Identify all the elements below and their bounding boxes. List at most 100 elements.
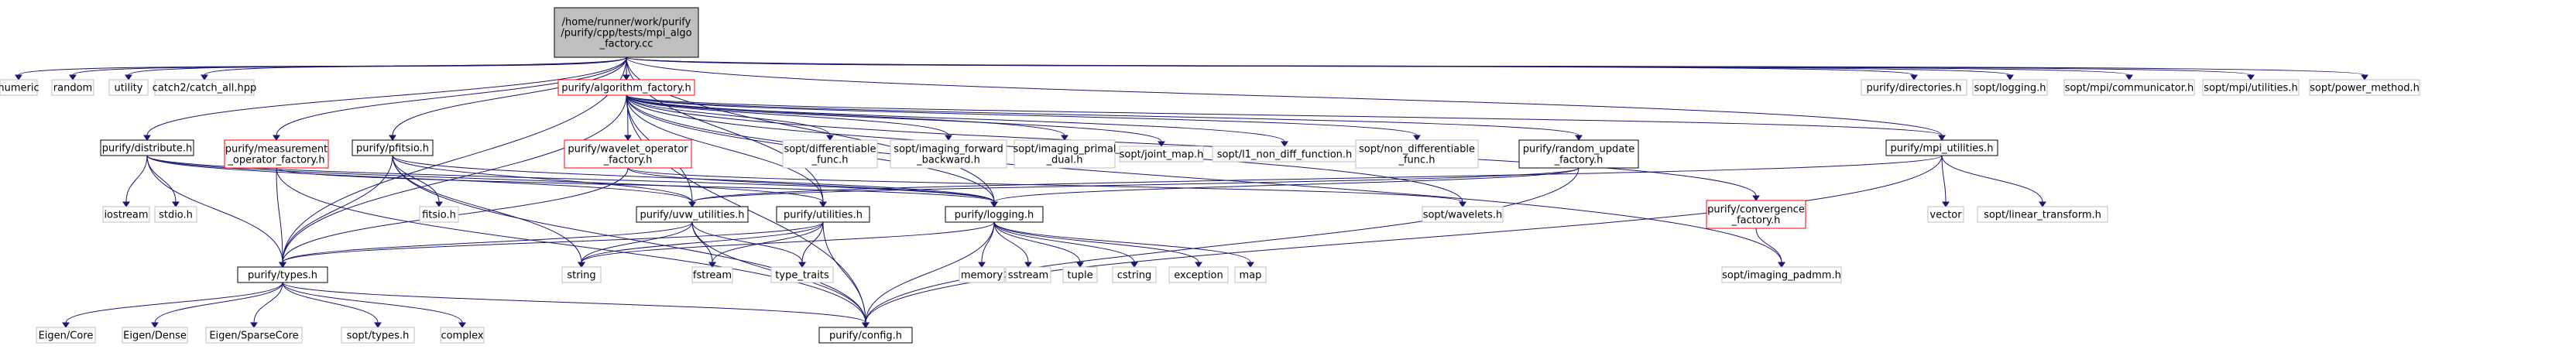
node-label: stdio.h	[159, 210, 193, 221]
edge-arrowhead	[826, 135, 834, 141]
node-box	[561, 266, 602, 283]
node-convergence-factory[interactable]: purify/convergence_factory.h	[1706, 200, 1806, 229]
node-label: sopt/wavelets.h	[1423, 210, 1503, 221]
edge-logging-to-exception	[993, 221, 1199, 263]
node-label: purify/config.h	[829, 330, 902, 342]
node-mpi-utilities[interactable]: purify/mpi_utilities.h	[1885, 139, 1998, 156]
edge-arrowhead	[1938, 135, 1946, 141]
edge-uvw-utilities-to-types	[282, 221, 693, 263]
node-label: vector	[1929, 210, 1962, 221]
node-box	[959, 266, 1005, 283]
node-box	[818, 327, 913, 344]
edge-logging-to-sstream	[993, 221, 1029, 263]
node-uvw-utilities[interactable]: purify/uvw_utilities.h	[636, 206, 749, 223]
node-algorithm-factory[interactable]: purify/algorithm_factory.h	[557, 79, 695, 96]
node-type-traits: type_traits	[770, 266, 834, 283]
edge-utilities-to-types	[282, 221, 824, 263]
node-box	[108, 79, 149, 96]
node-sopt-mpi-utilities: sopt/mpi/utilities.h	[2202, 79, 2300, 96]
node-directories: purify/directories.h	[1861, 79, 1967, 96]
node-fstream: fstream	[691, 266, 733, 283]
node-pfitsio[interactable]: purify/pfitsio.h	[352, 139, 434, 156]
node-iostream: iostream	[102, 206, 150, 223]
edge-algorithm-factory-to-sopt-non-differentiable-func	[626, 94, 1418, 136]
node-string: string	[561, 266, 602, 283]
edge-arrowhead	[374, 322, 382, 328]
node-label: purify/convergence	[1707, 204, 1805, 216]
edge-arrowhead	[2039, 201, 2046, 207]
edge-root-to-measurement-operator-factory	[276, 57, 627, 136]
node-label: type_traits	[775, 270, 829, 282]
edge-arrowhead	[990, 201, 998, 207]
node-label: fstream	[693, 270, 732, 282]
node-eigen-sparsecore: Eigen/SparseCore	[205, 327, 303, 344]
node-label: catch2/catch_all.hpp	[153, 83, 256, 94]
edge-arrowhead	[978, 262, 986, 268]
node-box	[2202, 79, 2300, 96]
node-label: map	[1240, 270, 1262, 282]
edge-arrowhead	[458, 322, 466, 328]
edge-algorithm-factory-to-types	[282, 94, 627, 263]
node-logging[interactable]: purify/logging.h	[945, 206, 1044, 223]
node-label: purify/logging.h	[955, 210, 1034, 221]
edge-wavelet-operator-factory-to-logging	[627, 167, 995, 203]
node-measurement-operator-factory[interactable]: purify/measurement_operator_factory.h	[224, 139, 329, 169]
node-label: _backward.h	[916, 155, 980, 166]
edge-algorithm-factory-to-utilities	[626, 94, 824, 203]
node-label: purify/types.h	[248, 270, 317, 282]
node-label: sstream	[1008, 270, 1048, 282]
edge-mpi-utilities-to-uvw-utilities	[691, 155, 1943, 203]
node-root[interactable]: /home/runner/work/purify/purify/cpp/test…	[554, 7, 699, 58]
node-label: random	[53, 83, 92, 94]
node-label: string	[567, 270, 595, 282]
edge-arrowhead	[201, 74, 208, 80]
node-types[interactable]: purify/types.h	[237, 266, 328, 283]
node-box	[554, 7, 699, 58]
node-box	[564, 139, 692, 169]
node-label: Eigen/Dense	[123, 330, 187, 342]
node-box	[1234, 266, 1267, 283]
edge-distribute-to-iostream	[125, 155, 148, 203]
edge-logging-to-tuple	[993, 221, 1081, 263]
node-config[interactable]: purify/config.h	[818, 327, 913, 344]
node-box	[2309, 79, 2420, 96]
edge-utilities-to-config	[822, 221, 866, 324]
node-cstring: cstring	[1112, 266, 1157, 283]
node-label: purify/mpi_utilities.h	[1891, 143, 1994, 155]
edge-arrowhead	[1061, 135, 1068, 141]
edge-arrowhead	[15, 74, 22, 80]
node-box	[782, 139, 878, 169]
node-label: _func.h	[1398, 155, 1435, 166]
edge-logging-to-string	[581, 221, 995, 263]
edges-layer	[15, 57, 2368, 328]
node-label: _factory.h	[603, 155, 653, 166]
edge-algorithm-factory-to-sopt-differentiable-func	[626, 94, 831, 136]
edge-types-to-eigen-sparsecore	[253, 282, 283, 324]
node-box	[691, 266, 733, 283]
node-label: purify/wavelet_operator	[568, 144, 688, 156]
edge-arrowhead	[1195, 262, 1202, 268]
node-utilities[interactable]: purify/utilities.h	[776, 206, 870, 223]
node-box	[1706, 200, 1806, 229]
edge-arrowhead	[1281, 141, 1288, 147]
edge-arrowhead	[2247, 74, 2255, 80]
edge-arrowhead	[2006, 74, 2014, 80]
edge-measurement-operator-factory-to-config	[276, 167, 866, 324]
node-eigen-dense: Eigen/Dense	[122, 327, 188, 344]
node-vector: vector	[1927, 206, 1964, 223]
node-sopt-mpi-communicator: sopt/mpi/communicator.h	[2063, 79, 2195, 96]
node-box	[154, 206, 197, 223]
node-box	[224, 139, 329, 169]
node-label: purify/random_update	[1523, 144, 1635, 156]
edge-arrowhead	[69, 74, 77, 80]
edge-logging-to-map	[993, 221, 1251, 263]
node-distribute[interactable]: purify/distribute.h	[100, 139, 194, 156]
edge-logging-to-config	[865, 221, 995, 324]
node-random-update-factory[interactable]: purify/random_update_factory.h	[1518, 139, 1639, 169]
node-stdio: stdio.h	[154, 206, 197, 223]
edge-wavelet-operator-factory-to-sopt-wavelets	[627, 167, 1463, 203]
node-wavelet-operator-factory[interactable]: purify/wavelet_operator_factory.h	[564, 139, 692, 169]
node-label: /home/runner/work/purify	[562, 17, 691, 29]
node-box	[776, 206, 870, 223]
edge-pfitsio-to-uvw-utilities	[392, 155, 693, 203]
